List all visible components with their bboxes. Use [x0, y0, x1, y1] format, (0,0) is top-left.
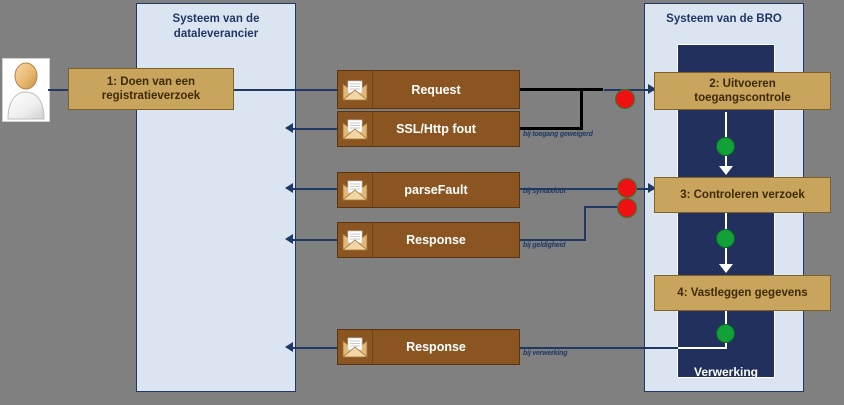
- step-2-label: 2: Uitvoeren toegangscontrole: [694, 78, 791, 104]
- connector-step4-to-dot3: [725, 310, 727, 326]
- arrowhead-sslfout: [285, 123, 293, 133]
- message-response-verwerking-label: Response: [406, 340, 466, 354]
- step-4-label: 4: Vastleggen gegevens: [677, 287, 808, 299]
- connector-geldigheid-elbow-h2: [519, 239, 586, 241]
- connector-response1-left: [293, 239, 338, 241]
- message-ssl-http-fout[interactable]: SSL/Http fout: [337, 111, 520, 147]
- lane-dataleverancier-title: Systeem van de dataleverancier: [172, 13, 260, 40]
- annotation-verwerking: bij verwerking: [523, 350, 568, 357]
- arrowhead-request-step2: [648, 84, 656, 94]
- connector-toegang-elbow-v: [580, 88, 583, 130]
- connector-step3-to-dot2: [725, 210, 727, 230]
- envelope-icon: [338, 112, 373, 146]
- connector-step2-to-dot: [725, 112, 727, 140]
- connector-dot-to-step3: [725, 156, 727, 174]
- connector-geldigheid-elbow-h1: [584, 206, 628, 208]
- message-response-geldigheid[interactable]: Response: [337, 222, 520, 258]
- arrowhead-parsefault: [285, 183, 293, 193]
- step-2-uitvoeren-toegangscontrole[interactable]: 2: Uitvoeren toegangscontrole: [654, 72, 831, 110]
- connector-step1-request: [233, 89, 337, 91]
- connector-response2-right: [519, 347, 726, 349]
- connector-step3-dot1: [634, 188, 656, 190]
- connector-request-out: [519, 88, 603, 91]
- status-dot-vastgelegd-ok: [716, 324, 735, 343]
- message-ssl-http-fout-label: SSL/Http fout: [396, 122, 476, 136]
- envelope-icon: [338, 173, 373, 207]
- step-3-label: 3: Controleren verzoek: [680, 189, 805, 201]
- envelope-icon: [338, 330, 373, 364]
- connector-actor-step1: [48, 89, 68, 91]
- step-1-doen-registratieverzoek[interactable]: 1: Doen van een registratieverzoek: [68, 68, 234, 110]
- message-request-label: Request: [411, 82, 461, 97]
- actor-dataleverancier: [2, 58, 50, 122]
- connector-dot2-to-step4: [725, 248, 727, 272]
- status-dot-toegang-ok: [716, 137, 735, 156]
- connector-parsefault-right: [519, 188, 627, 190]
- message-request[interactable]: Request: [337, 70, 520, 109]
- annotation-syntaxfout: bij syntaxfout: [523, 188, 566, 195]
- connector-parsefault-left: [293, 188, 338, 190]
- status-dot-toegang-geweigerd: [615, 89, 635, 109]
- message-parsefault-label: parseFault: [404, 183, 468, 197]
- annotation-toegang-geweigerd: bij toegang geweigerd: [523, 131, 593, 138]
- step-1-label: 1: Doen van een registratieverzoek: [101, 76, 201, 102]
- lane-dataleverancier: Systeem van de dataleverancier: [136, 3, 296, 392]
- lane-bro-title: Systeem van de BRO: [666, 13, 782, 25]
- step-4-vastleggen-gegevens[interactable]: 4: Vastleggen gegevens: [654, 275, 831, 311]
- status-dot-geldigheid: [617, 198, 637, 218]
- arrowhead-to-step3: [719, 166, 733, 175]
- arrowhead-step3-in: [648, 183, 656, 193]
- connector-geldigheid-elbow-v: [584, 207, 586, 240]
- step-3-controleren-verzoek[interactable]: 3: Controleren verzoek: [654, 177, 831, 213]
- envelope-icon: [338, 71, 373, 108]
- status-dot-verzoek-ok: [716, 229, 735, 248]
- message-parsefault[interactable]: parseFault: [337, 172, 520, 208]
- message-response-verwerking[interactable]: Response: [337, 329, 520, 365]
- connector-dot3-left: [678, 347, 726, 349]
- arrowhead-response2: [285, 342, 293, 352]
- message-response-geldigheid-label: Response: [406, 233, 466, 247]
- arrowhead-response1: [285, 234, 293, 244]
- connector-toegang-elbow-h: [519, 127, 583, 130]
- annotation-geldigheid: bij geldigheid: [523, 242, 566, 249]
- status-dot-syntaxfout: [617, 178, 637, 198]
- envelope-icon: [338, 223, 373, 257]
- person-icon: [7, 62, 45, 120]
- connector-response2-left: [293, 347, 338, 349]
- connector-sslfout-left: [293, 128, 338, 130]
- arrowhead-to-step4: [719, 264, 733, 273]
- bro-process-label: Verwerking: [693, 365, 759, 379]
- connector-dot3-down: [725, 342, 727, 349]
